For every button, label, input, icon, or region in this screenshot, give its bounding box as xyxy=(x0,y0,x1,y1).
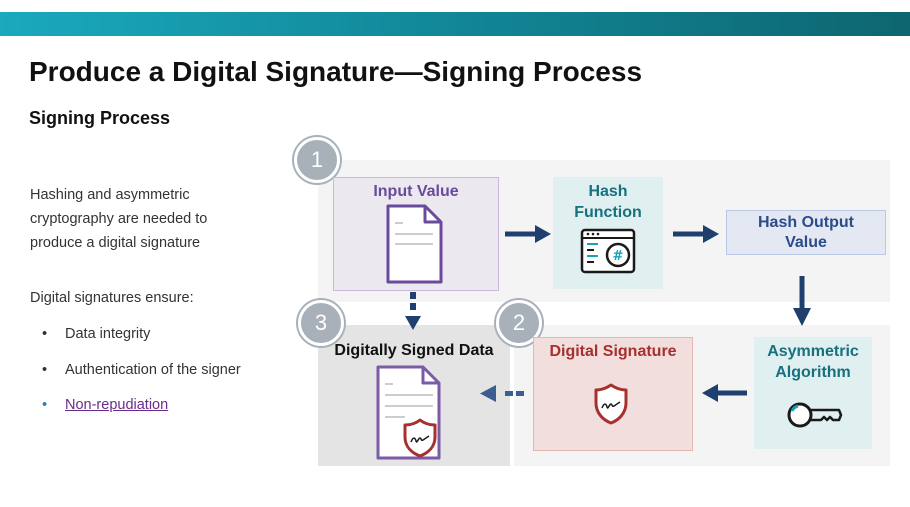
document-icon xyxy=(386,204,443,284)
step-badge-1: 1 xyxy=(294,137,340,183)
arrow-asym-to-signature xyxy=(716,390,747,396)
svg-text:#: # xyxy=(613,249,624,264)
digital-signature-label: Digital Signature xyxy=(549,343,677,360)
list-item: Authentication of the signer xyxy=(30,358,241,394)
hash-function-label: Hash Function xyxy=(574,183,642,221)
arrow-output-to-asym xyxy=(799,276,805,310)
hash-output-box: Hash Output Value xyxy=(726,210,886,255)
header-accent-bar xyxy=(0,12,910,36)
ensure-heading: Digital signatures ensure: xyxy=(30,290,194,306)
input-value-label: Input Value xyxy=(373,183,459,200)
list-item: Data integrity xyxy=(30,322,241,358)
signed-data-label: Digitally Signed Data xyxy=(334,342,494,359)
ensure-list: Data integrity Authentication of the sig… xyxy=(30,322,241,429)
asymmetric-algorithm-box: Asymmetric Algorithm xyxy=(754,337,872,449)
signed-document-icon xyxy=(376,365,441,460)
non-repudiation-link[interactable]: Non-repudiation xyxy=(30,393,241,429)
key-icon xyxy=(787,402,843,428)
shield-signature-icon xyxy=(594,383,628,425)
hash-function-icon: # xyxy=(580,228,636,274)
intro-text: Hashing and asymmetric cryptography are … xyxy=(30,187,208,251)
step-badge-3: 3 xyxy=(298,300,344,346)
arrow-signature-to-signed xyxy=(480,385,524,402)
page-title: Produce a Digital Signature—Signing Proc… xyxy=(29,56,643,87)
arrow-hash-to-output xyxy=(673,231,705,237)
hash-output-label: Hash Output Value xyxy=(758,214,854,251)
arrow-input-to-hash xyxy=(505,231,537,237)
asymmetric-algorithm-label: Asymmetric Algorithm xyxy=(767,343,859,381)
arrow-input-to-signed xyxy=(405,292,421,330)
section-subtitle: Signing Process xyxy=(29,108,171,128)
